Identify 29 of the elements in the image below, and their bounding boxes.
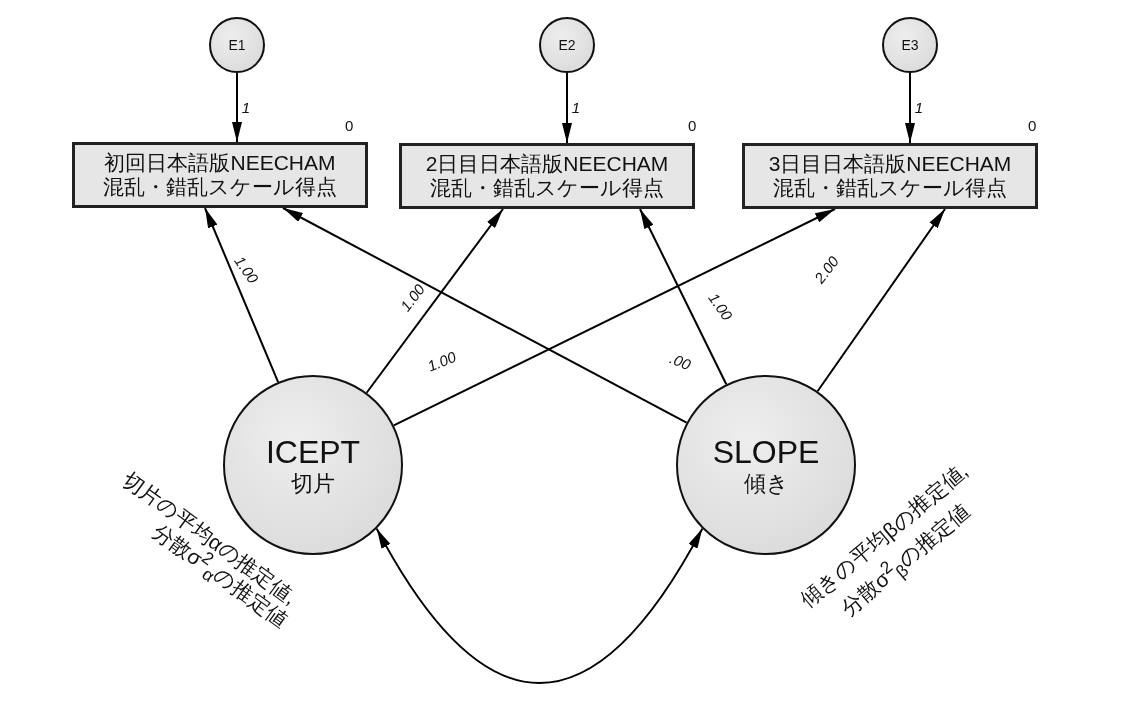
node-label: E3 [901, 36, 919, 54]
observed-variable-box [742, 143, 1038, 209]
arrow [392, 208, 836, 427]
arrow [282, 207, 688, 424]
intercept-value: 0 [1028, 117, 1037, 134]
node-label: 3日目日本語版NEECHAM 混乱・錯乱スケール得点 [767, 151, 1013, 201]
arrow [816, 208, 946, 393]
variable-circle [882, 17, 938, 73]
observed-variable-box [399, 143, 695, 209]
node-sublabel: 傾き [743, 470, 789, 497]
node-label: 2日目日本語版NEECHAM 混乱・錯乱スケール得点 [424, 151, 670, 201]
arrow [204, 207, 280, 384]
arrow [562, 72, 572, 144]
arrow [375, 527, 704, 684]
arrow [905, 72, 915, 144]
observed-variable-box [72, 142, 368, 208]
node-label: E2 [558, 36, 576, 54]
intercept-value: 0 [345, 117, 354, 134]
node-label: ICEPT [265, 433, 361, 471]
variable-circle [539, 17, 595, 73]
variable-circle [209, 17, 265, 73]
intercept-value: 0 [688, 117, 697, 134]
node-label: SLOPE [712, 433, 820, 471]
node-sublabel: 切片 [291, 470, 335, 497]
node-label: 初回日本語版NEECHAM 混乱・錯乱スケール得点 [102, 150, 338, 200]
node-label: E1 [228, 36, 246, 54]
arrow [232, 72, 242, 143]
arrow [639, 208, 728, 386]
arrow [365, 208, 504, 394]
